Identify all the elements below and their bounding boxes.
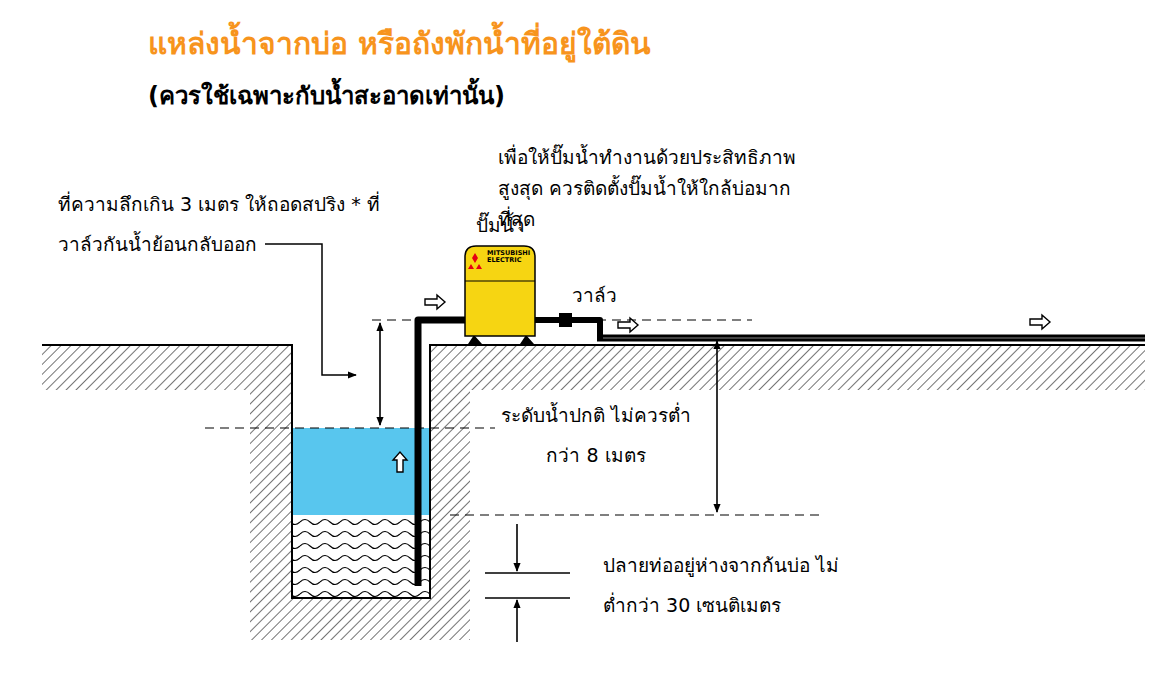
leader-line [265, 244, 356, 375]
label-text: ปลายท่ออยู่ห่างจากก้นบ่อ ไม่ต่ำกว่า 30 เ… [603, 554, 839, 616]
label-text: เพื่อให้ปั๊มน้ำทำงานด้วยประสิทธิภาพสูงสุ… [498, 146, 796, 230]
note-label: ที่ความลึกเกิน 3 เมตร ให้ถอดสปริง * ที่ว… [58, 184, 393, 264]
ground-hatch [42, 345, 1145, 640]
diagram-title: แหล่งน้ำจากบ่อ หรือถังพักน้ำที่อยู่ใต้ดิ… [148, 20, 651, 67]
pump-label: ปั๊มน้ำ [433, 211, 567, 239]
level-lines [205, 320, 822, 515]
water-waves [292, 515, 430, 598]
label-text: ระดับน้ำปกติ ไม่ควรต่ำกว่า 8 เมตร [501, 404, 691, 466]
dimension-label: ปลายท่ออยู่ห่างจากก้นบ่อ ไม่ต่ำกว่า 30 เ… [603, 545, 853, 625]
pump-seam [465, 281, 535, 282]
valve-symbol [559, 313, 572, 327]
pump-unit: ปั๊มน้ำMITSUBISHI ELECTRIC [463, 243, 537, 337]
brand-text: MITSUBISHI ELECTRIC [487, 250, 535, 265]
suction-pipe [418, 320, 468, 586]
label-text: วาล์ว [572, 284, 617, 306]
pump-housing [465, 246, 535, 336]
water-body [292, 428, 430, 515]
outlet-pipe [597, 335, 1145, 342]
dimension-label: ระดับน้ำปกติ ไม่ควรต่ำกว่า 8 เมตร [485, 395, 707, 475]
part-label: วาล์ว [572, 280, 652, 310]
diagram-caption: (ควรใช้เฉพาะกับน้ำสะอาดเท่านั้น) [148, 76, 505, 115]
note-label: เพื่อให้ปั๊มน้ำทำงานด้วยประสิทธิภาพสูงสุ… [498, 142, 818, 235]
leader-lines [265, 244, 356, 375]
label-text: ที่ความลึกเกิน 3 เมตร ให้ถอดสปริง * ที่ว… [58, 193, 380, 255]
outlet-pipe-core [603, 338, 1145, 339]
brand-logo [468, 253, 482, 269]
ground-line [42, 345, 1145, 598]
